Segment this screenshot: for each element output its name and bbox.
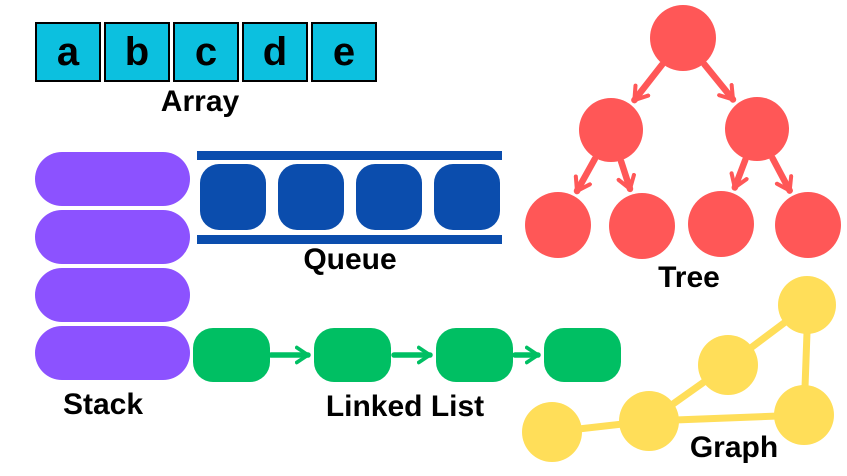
tree-label: Tree bbox=[658, 261, 720, 294]
stack-item bbox=[35, 326, 190, 380]
graph-node bbox=[778, 276, 836, 334]
array-cell: c bbox=[173, 22, 239, 82]
tree-edges bbox=[573, 61, 794, 195]
tree-arrow bbox=[616, 158, 636, 193]
tree-arrow bbox=[729, 156, 749, 191]
stack-item bbox=[35, 210, 190, 264]
linked-list-node bbox=[314, 328, 391, 382]
tree-node bbox=[688, 191, 754, 257]
tree-arrow bbox=[701, 61, 737, 103]
tree-node bbox=[725, 97, 789, 161]
queue-item bbox=[200, 164, 266, 230]
linked-list-node bbox=[544, 328, 621, 382]
tree-node bbox=[609, 193, 675, 259]
array-cell: a bbox=[35, 22, 101, 82]
queue-top-rail bbox=[197, 151, 502, 160]
queue-item bbox=[278, 164, 344, 230]
linked-list-node bbox=[193, 328, 270, 382]
queue-label: Queue bbox=[303, 243, 397, 276]
graph-node bbox=[698, 335, 758, 395]
array-cell: d bbox=[242, 22, 308, 82]
graph-node bbox=[522, 402, 582, 462]
queue-bottom-rail bbox=[197, 235, 502, 244]
array-cell: b bbox=[104, 22, 170, 82]
graph-node bbox=[774, 385, 834, 445]
tree-node-root bbox=[650, 5, 716, 71]
array-label: Array bbox=[160, 85, 240, 118]
linked-list-node bbox=[436, 328, 513, 382]
queue-item bbox=[434, 164, 500, 230]
stack-item bbox=[35, 268, 190, 322]
tree-node bbox=[579, 98, 643, 162]
tree-node bbox=[525, 192, 591, 258]
tree-arrow bbox=[769, 154, 794, 194]
tree-arrow bbox=[573, 155, 599, 195]
stack-item bbox=[35, 152, 190, 206]
graph-label: Graph bbox=[689, 431, 779, 464]
graph-node bbox=[619, 391, 679, 451]
queue-item bbox=[356, 164, 422, 230]
linked-list-label: Linked List bbox=[325, 390, 485, 423]
tree-arrow bbox=[631, 61, 666, 104]
array-cell: e bbox=[311, 22, 377, 82]
tree-node bbox=[775, 192, 841, 258]
stack-label: Stack bbox=[62, 388, 144, 421]
